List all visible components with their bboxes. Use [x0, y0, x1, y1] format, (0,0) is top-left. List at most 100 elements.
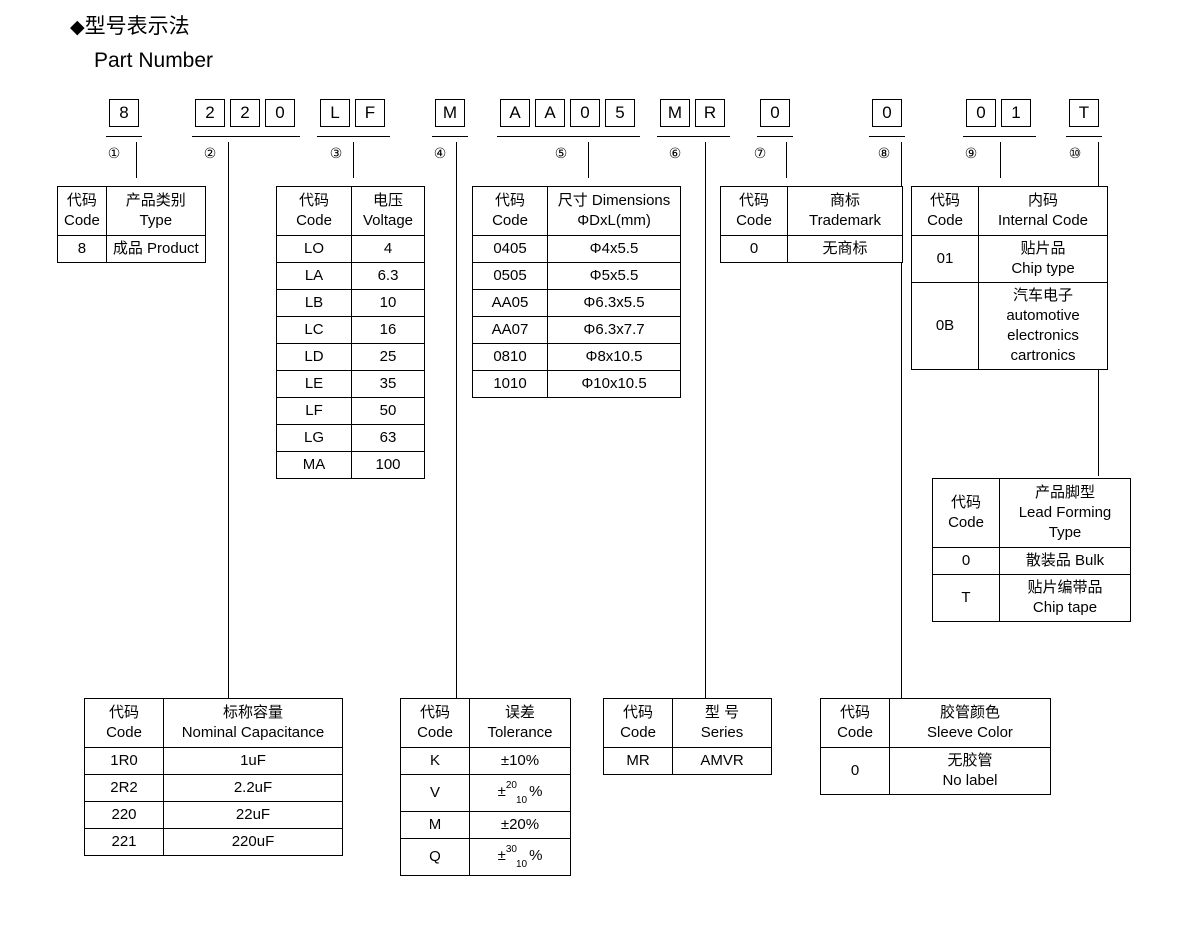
header-capacitance-cn: 标称容量 — [222, 704, 283, 721]
cell-value-line-3: electronics — [1007, 327, 1079, 344]
header-code-cn: 代码 — [419, 704, 450, 721]
header-code-cn: 代码 — [108, 704, 139, 721]
table-sleeve-color: 代码 Code 胶管颜色 Sleeve Color 0 无胶管 No label — [820, 698, 1051, 795]
code-box-2-2: 2 — [230, 99, 260, 127]
header-code-cn: 代码 — [494, 192, 525, 209]
marker-rule-6 — [657, 136, 730, 137]
tolerance-lower: 10 — [515, 859, 528, 870]
cell-code: V — [400, 774, 470, 812]
marker-number-3: ③ — [329, 145, 343, 161]
table-row-header: 代码 Code 产品脚型 Lead Forming Type — [932, 478, 1131, 548]
plus-minus-sign: ± — [497, 847, 506, 864]
table-row-header: 代码 Code 胶管颜色 Sleeve Color — [820, 698, 1051, 748]
header-code-cn: 代码 — [839, 704, 870, 721]
table-row: 0B 汽车电子 automotive electronics cartronic… — [911, 282, 1108, 370]
header-tolerance: 误差 Tolerance — [469, 698, 571, 748]
marker-rule-7 — [757, 136, 793, 137]
header-internal-code-en: Internal Code — [997, 212, 1089, 229]
header-code-en: Code — [620, 724, 656, 741]
cell-code: LC — [276, 316, 352, 344]
connector-line-5 — [588, 142, 589, 178]
header-code-cn: 代码 — [738, 192, 769, 209]
header-dimensions-en: ΦDxL(mm) — [577, 212, 651, 229]
cell-value: Φ6.3x5.5 — [547, 289, 681, 317]
cell-code: MR — [603, 747, 673, 775]
table-row-header: 代码 Code 内码 Internal Code — [911, 186, 1108, 236]
cell-code: MA — [276, 451, 352, 479]
connector-line-1 — [136, 142, 137, 178]
cell-value-line-2: No label — [942, 772, 998, 789]
cell-value: 220uF — [163, 828, 343, 856]
cell-value: 35 — [351, 370, 425, 398]
cell-value: Φ8x10.5 — [547, 343, 681, 371]
cell-code: 0505 — [472, 262, 548, 290]
cell-code: Q — [400, 838, 470, 876]
cell-code: LG — [276, 424, 352, 452]
header-code-cn: 代码 — [622, 704, 653, 721]
cell-value: 25 — [351, 343, 425, 371]
cell-value: ±20% — [469, 811, 571, 839]
table-row: M ±20% — [400, 811, 571, 839]
cell-value-line-1: 贴片品 — [1020, 240, 1066, 257]
table-row: V ±2010% — [400, 774, 571, 812]
table-row: Q ±3010% — [400, 838, 571, 876]
code-box-3-1: L — [320, 99, 350, 127]
cell-value: 10 — [351, 289, 425, 317]
table-row: K ±10% — [400, 747, 571, 775]
header-trademark: 商标 Trademark — [787, 186, 903, 236]
table-lead-forming-type: 代码 Code 产品脚型 Lead Forming Type 0 散装品 Bul… — [932, 478, 1131, 622]
header-type-cn: 产品类别 — [125, 192, 186, 209]
header-tolerance-cn: 误差 — [504, 704, 535, 721]
table-series: 代码 Code 型 号 Series MR AMVR — [603, 698, 772, 775]
tolerance-fraction: ±2010% — [498, 778, 543, 808]
header-code: 代码 Code — [472, 186, 548, 236]
header-code: 代码 Code — [400, 698, 470, 748]
marker-rule-2 — [192, 136, 300, 137]
code-box-10-1: T — [1069, 99, 1099, 127]
marker-rule-10 — [1066, 136, 1102, 137]
marker-number-9: ⑨ — [964, 145, 978, 161]
header-type-en: Type — [139, 212, 173, 229]
header-code: 代码 Code — [84, 698, 164, 748]
header-sleeve-color: 胶管颜色 Sleeve Color — [889, 698, 1051, 748]
header-lead-forming-en2: Type — [1048, 524, 1082, 541]
header-dimensions: 尺寸 Dimensions ΦDxL(mm) — [547, 186, 681, 236]
cell-code: 0 — [932, 547, 1000, 575]
table-row: MR AMVR — [603, 747, 772, 775]
marker-number-4: ④ — [433, 145, 447, 161]
table-product-type: 代码 Code 产品类别 Type 8 成品 Product — [57, 186, 206, 263]
cell-value: 无商标 — [787, 235, 903, 263]
table-row-header: 代码 Code 标称容量 Nominal Capacitance — [84, 698, 343, 748]
connector-line-6 — [705, 142, 706, 698]
header-trademark-cn: 商标 — [829, 192, 860, 209]
header-lead-forming-en: Lead Forming — [1018, 504, 1112, 521]
header-code-en: Code — [948, 514, 984, 531]
cell-value: 63 — [351, 424, 425, 452]
code-box-5-1: A — [500, 99, 530, 127]
code-box-6-1: M — [660, 99, 690, 127]
table-row: 0 无商标 — [720, 235, 903, 263]
connector-line-4 — [456, 142, 457, 698]
code-box-5-2: A — [535, 99, 565, 127]
header-code-cn: 代码 — [298, 192, 329, 209]
header-series: 型 号 Series — [672, 698, 772, 748]
cell-code: 1010 — [472, 370, 548, 398]
cell-value-line-4: cartronics — [1010, 347, 1076, 364]
table-row-header: 代码 Code 误差 Tolerance — [400, 698, 571, 748]
header-internal-code: 内码 Internal Code — [978, 186, 1108, 236]
marker-number-1: ① — [107, 145, 121, 161]
marker-number-6: ⑥ — [668, 145, 682, 161]
marker-rule-1 — [106, 136, 142, 137]
table-row-header: 代码 Code 产品类别 Type — [57, 186, 206, 236]
marker-rule-5 — [497, 136, 640, 137]
header-code-en: Code — [64, 212, 100, 229]
cell-value: 贴片编带品 Chip tape — [999, 574, 1131, 622]
code-box-9-1: 0 — [966, 99, 996, 127]
